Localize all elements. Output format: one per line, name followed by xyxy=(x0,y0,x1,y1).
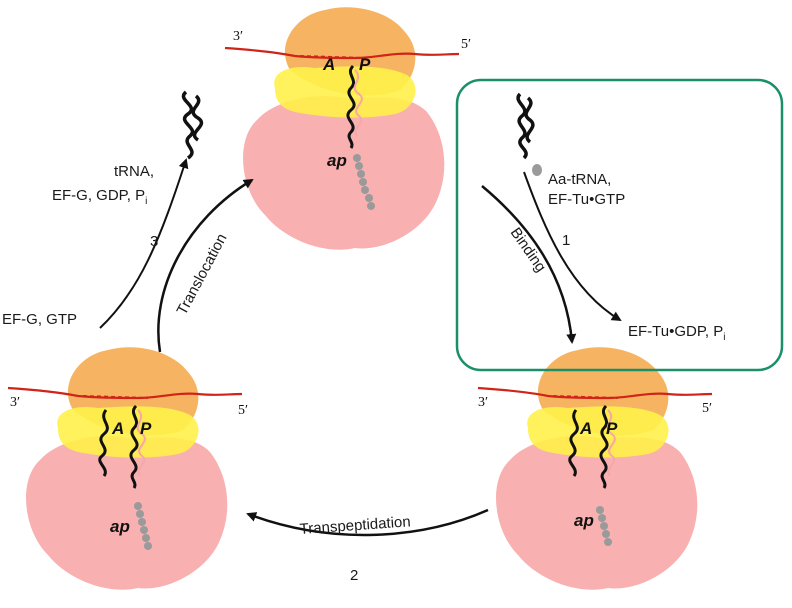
incoming-aa-trna xyxy=(516,92,542,176)
released-trna xyxy=(181,90,204,160)
binding-highlight-box xyxy=(455,78,784,372)
translocation-input: EF-G, GTP xyxy=(2,311,77,328)
binding-release-arrow xyxy=(523,171,622,322)
step-3-number: 3 xyxy=(150,233,158,250)
ap-label: ap xyxy=(327,151,347,170)
step-2-number: 2 xyxy=(350,567,358,584)
step-1-number: 1 xyxy=(562,232,570,249)
binding-input-line-2: EF-Tu•GTP xyxy=(548,191,625,208)
a-site-label: A xyxy=(111,419,124,438)
translocation-output-line-1: tRNA, xyxy=(114,163,154,180)
mrna-5prime-label: 5′ xyxy=(702,401,712,416)
peptide-chain xyxy=(134,502,152,550)
ap-label: ap xyxy=(110,517,130,536)
p-site-label: P xyxy=(359,55,371,74)
peptide-chain xyxy=(596,506,612,546)
binding-arrow xyxy=(481,185,577,344)
a-site-label: A xyxy=(322,55,335,74)
binding-input-line-1: Aa-tRNA, xyxy=(548,171,611,188)
mrna-3prime-label: 3′ xyxy=(478,395,488,410)
translocation-arrow xyxy=(157,178,254,353)
binding-output: EF-Tu•GDP, Pi xyxy=(628,323,726,343)
mrna-3prime-label: 3′ xyxy=(233,29,243,44)
p-site-label: P xyxy=(606,419,618,438)
ribosome-top: 3′ 5′ A P ap xyxy=(223,6,471,251)
translocation-label: Translocation xyxy=(174,231,231,318)
translocation-output-line-2: EF-G, GDP, Pi xyxy=(52,187,147,207)
mrna-5prime-label: 5′ xyxy=(238,403,248,418)
ap-label: ap xyxy=(574,511,594,530)
ribosome-bottom-left: 3′ 5′ A P ap xyxy=(6,346,248,591)
ribosome-bottom-right: 3′ 5′ A P ap xyxy=(476,346,714,591)
mrna-3prime-label: 3′ xyxy=(10,395,20,410)
peptide-chain xyxy=(353,154,375,210)
translocation-input-arrow xyxy=(99,158,189,329)
transpeptidation-arrow xyxy=(246,508,489,537)
mrna-5prime-label: 5′ xyxy=(461,37,471,52)
a-site-label: A xyxy=(579,419,592,438)
p-site-label: P xyxy=(140,419,152,438)
